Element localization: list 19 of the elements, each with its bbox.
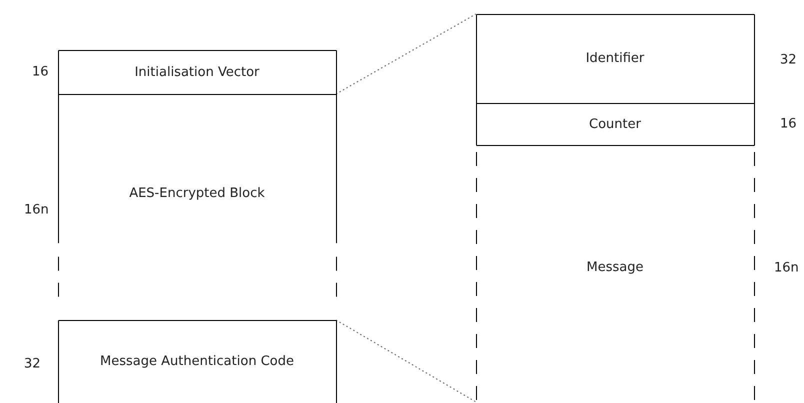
- field-name: Initialisation Vector: [134, 64, 260, 80]
- packet-field: [58, 320, 336, 403]
- packet-field: [476, 103, 754, 145]
- field-name: Identifier: [586, 51, 644, 66]
- field-size: 16: [32, 64, 49, 80]
- field-name: Counter: [589, 116, 641, 132]
- dotted-connector: [336, 320, 476, 402]
- field-size: 32: [780, 52, 797, 68]
- dotted-connector: [336, 14, 476, 94]
- packet-field: [58, 50, 336, 94]
- field-name: Message: [586, 260, 644, 275]
- field-name: Message Authentication Code: [100, 354, 294, 369]
- field-size: 16: [780, 116, 797, 132]
- field-size: 16n: [774, 260, 799, 276]
- packet-field: [476, 152, 754, 403]
- packet-field: [476, 14, 754, 103]
- field-size: 32: [24, 356, 41, 372]
- field-size: 16n: [24, 202, 49, 218]
- field-name: AES-Encrypted Block: [129, 186, 265, 200]
